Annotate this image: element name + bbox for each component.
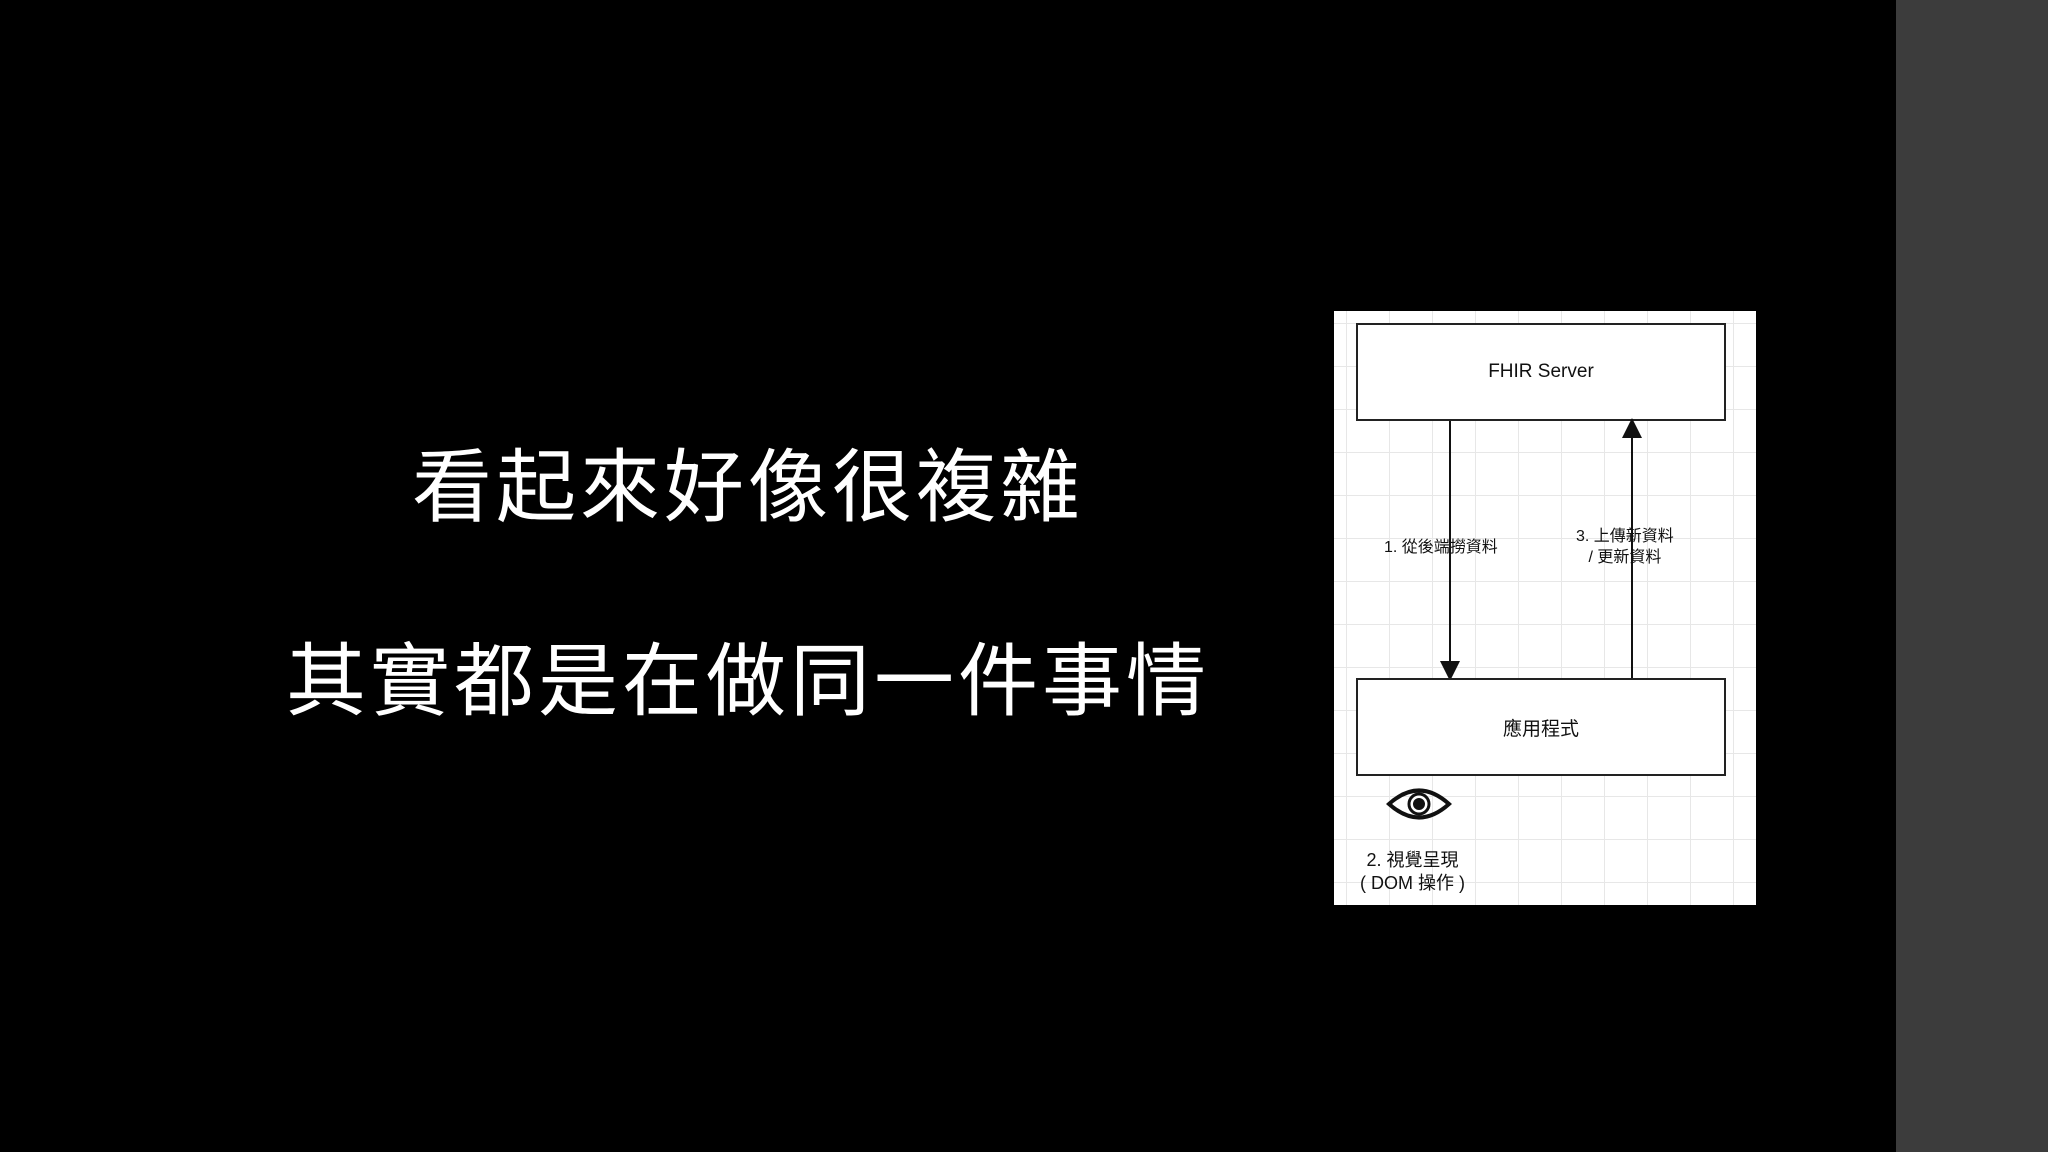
headline-line-1: 看起來好像很複雜 (412, 441, 1084, 534)
fhir-server-label: FHIR Server (1488, 361, 1594, 382)
architecture-diagram: FHIR Server 1. 從後端撈資料 3. 上傳新資料 / 更新資料 應用… (1334, 311, 1756, 905)
slide: 看起來好像很複雜 其實都是在做同一件事情 FHIR Server 1. 從後端撈… (286, 311, 1756, 905)
application-label: 應用程式 (1502, 718, 1579, 740)
flow-arrows (1440, 418, 1642, 681)
step-3-line-1: 3. 上傳新資料 (1576, 528, 1674, 545)
step-2-label: 2. 視覺呈現 ( DOM 操作 ) (1360, 849, 1465, 895)
step-3-line-2: / 更新資料 (1588, 549, 1662, 566)
application-box: 應用程式 (1356, 678, 1726, 776)
step-2-line-1: 2. 視覺呈現 (1366, 850, 1459, 870)
eye-icon (1386, 788, 1452, 820)
fhir-server-box: FHIR Server (1356, 323, 1726, 421)
headline-line-2: 其實都是在做同一件事情 (286, 635, 1210, 728)
step-3-label: 3. 上傳新資料 / 更新資料 (1576, 526, 1674, 568)
side-panel (1896, 0, 2048, 1152)
step-1-label: 1. 從後端撈資料 (1384, 539, 1498, 556)
step-2-line-2: ( DOM 操作 ) (1360, 873, 1465, 893)
